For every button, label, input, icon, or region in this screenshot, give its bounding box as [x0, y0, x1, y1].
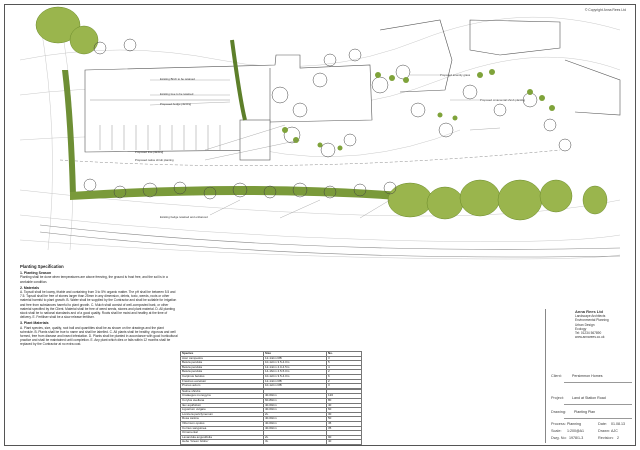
schedule-cell: 3L [263, 439, 327, 445]
project-label: Project: [551, 396, 564, 400]
spec-section-text: Planting shall be done when temperatures… [20, 275, 168, 284]
title-divider [564, 418, 632, 419]
site-boundary [59, 149, 561, 166]
drawing-value: Planting Plan [574, 410, 596, 414]
logo-text-line: Landscape Architects [575, 314, 606, 319]
drawn-label: Drawn: [598, 429, 611, 433]
annotation-label: Proposed ornamental shrub planting [480, 98, 526, 102]
shrub-planting [282, 69, 555, 151]
proposed-trees [83, 38, 572, 200]
label-leaders [149, 74, 501, 219]
spec-section-title: 3. Plant Materials [20, 321, 49, 326]
copyright-text: © Copyright Anna Rees Ltd [584, 8, 626, 12]
client-value: Persimmon Homes [572, 374, 603, 378]
scale-value: 1:200@A1 [567, 429, 585, 433]
revision-label: Revision: [598, 436, 614, 440]
annotation-label: Existing tree to be retained [160, 92, 194, 96]
existing-trees [35, 6, 608, 221]
road-lines [39, 224, 621, 258]
title-block [545, 309, 635, 443]
annotation-label: Proposed native shrub planting [135, 158, 174, 162]
spec-section-text: A. Plant species, size, quality, root ba… [20, 325, 178, 347]
schedule-cell: 40 [326, 439, 362, 445]
logo-text-line: Tel: 01234 567890 [575, 331, 602, 336]
drawing-label: Drawing: [551, 410, 566, 414]
parking-bays [90, 99, 230, 150]
process-value: Planning [567, 422, 581, 426]
spec-section-title: 1. Planting Season [20, 271, 52, 276]
logo-text-line: Urban Design [575, 322, 595, 327]
annotation-label: Proposed hedge planting [160, 102, 192, 106]
schedule-row [180, 387, 362, 390]
adjacent-buildings [379, 19, 621, 116]
logo-text-line: Anna Rees Ltd [575, 309, 604, 314]
spec-section-text: A. Topsoil shall be loamy, friable and c… [20, 290, 177, 320]
annotation-label: Proposed amenity grass [440, 73, 471, 77]
drawn-value: AJC [611, 429, 618, 433]
sheet-border [4, 4, 636, 446]
scale-label: Scale: [551, 429, 562, 433]
logo-text-line: www.annarees.co.uk [575, 335, 605, 340]
project-value: Land at Station Road [572, 396, 606, 400]
title-divider [564, 404, 632, 405]
process-label: Process: [551, 422, 566, 426]
annotation-label: Existing Birch to be retained [160, 77, 195, 81]
planting-specification: Planting Specification 1. Planting Seaso… [20, 264, 178, 347]
drawing-number-value: 1978/1-3 [569, 436, 584, 440]
schedule-cell: Hebe 'Green Globe' [180, 439, 264, 445]
date-value: 01.08.13 [611, 422, 625, 426]
client-label: Client: [551, 374, 562, 378]
hedge-planting [62, 39, 400, 200]
title-divider [564, 382, 632, 383]
annotation-label: Existing hedge retained and enhanced [160, 215, 208, 219]
spec-section-title: 2. Materials [20, 285, 40, 290]
building-footprint [84, 54, 373, 161]
schedule-cell [326, 387, 362, 390]
drawing-number-label: Dwg. No: [551, 436, 567, 440]
revision-value: 2 [617, 436, 619, 440]
logo-text-line: Environmental Planning [575, 318, 609, 323]
date-label: Date: [598, 422, 608, 426]
annotation-label: Proposed tree planting [135, 150, 164, 154]
spec-title: Planting Specification [20, 264, 64, 269]
logo-text-line: Ecology [575, 326, 587, 331]
